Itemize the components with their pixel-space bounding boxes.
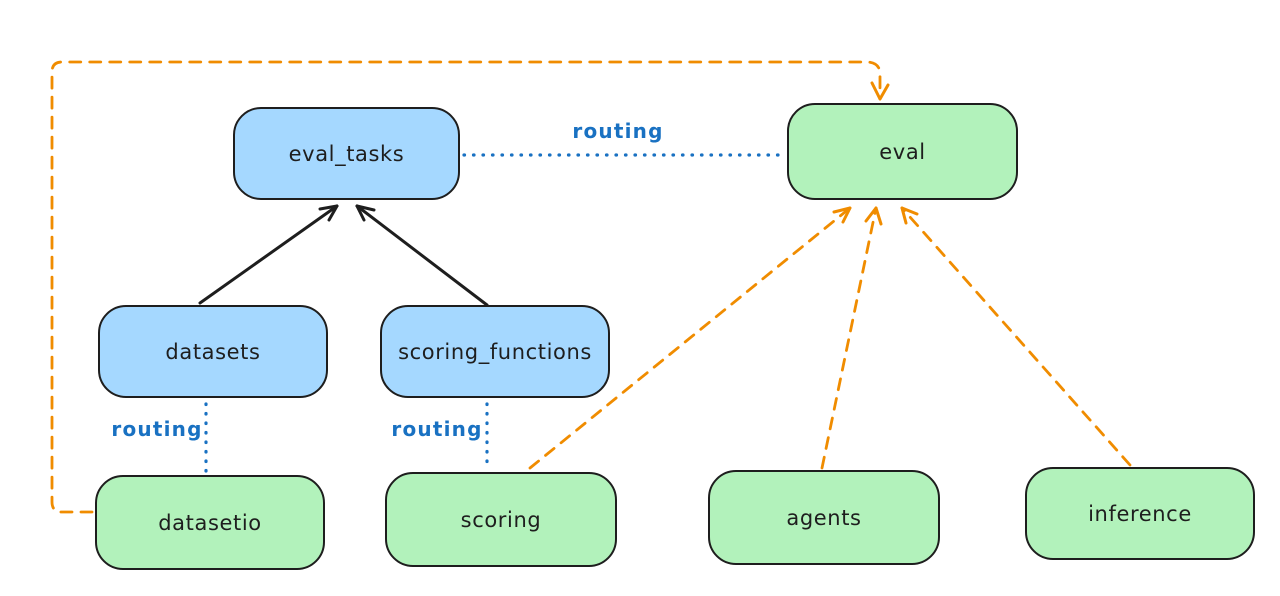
node-datasets: datasets [98,305,328,398]
routing-label-scoring-functions-scoring: routing [391,417,483,441]
routing-label-datasets-datasetio: routing [111,417,203,441]
node-eval-tasks-label: eval_tasks [288,141,405,166]
arrow-datasets-to-eval-tasks [198,204,339,305]
arrow-scoring-to-eval [528,206,852,470]
arrow-datasetio-to-eval [50,60,890,514]
arrow-scoring-functions-to-eval-tasks [355,204,489,307]
node-agents-label: agents [786,505,862,530]
node-datasetio: datasetio [95,475,325,570]
node-scoring: scoring [385,472,617,567]
arrow-agents-to-eval [820,206,883,470]
node-eval-tasks: eval_tasks [233,107,460,200]
node-scoring-label: scoring [460,507,542,532]
node-inference-label: inference [1088,501,1192,526]
node-scoring-functions: scoring_functions [380,305,610,398]
routing-label-eval-tasks-eval: routing [572,119,664,143]
arrow-inference-to-eval [900,206,1132,467]
node-datasets-label: datasets [165,339,261,364]
node-datasetio-label: datasetio [158,510,262,535]
node-eval: eval [787,103,1018,200]
node-scoring-functions-label: scoring_functions [398,339,592,364]
node-agents: agents [708,470,940,565]
node-inference: inference [1025,467,1255,560]
node-eval-label: eval [879,139,926,164]
